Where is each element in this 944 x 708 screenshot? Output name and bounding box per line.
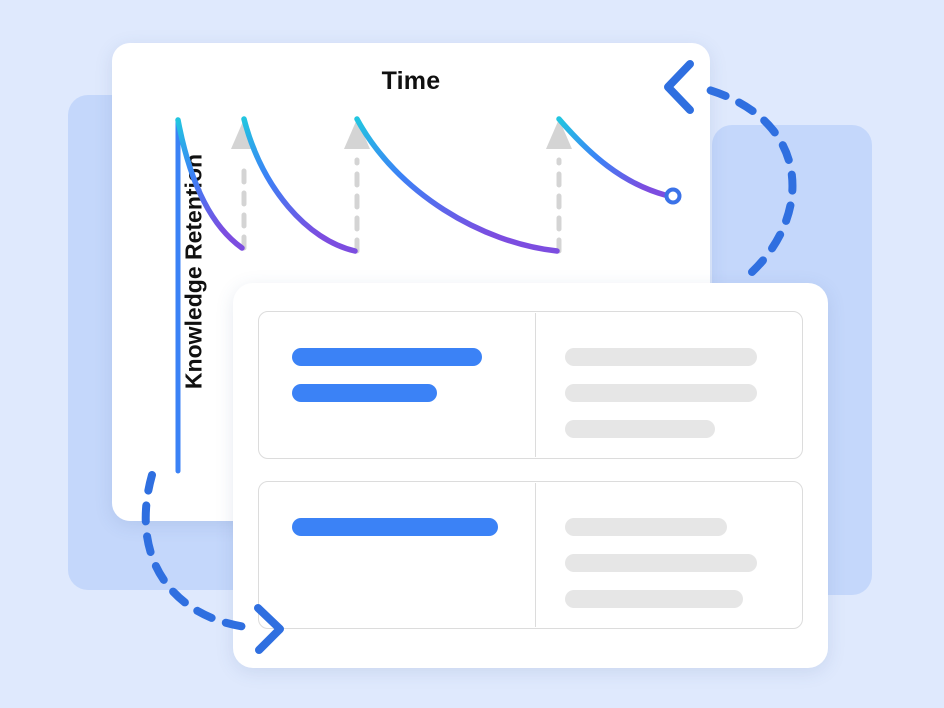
list-item-title-bar — [292, 348, 482, 366]
review-arrow-1 — [231, 119, 257, 251]
forgetting-curve-1 — [175, 117, 245, 251]
content-list-card — [233, 283, 828, 668]
list-item-text-line — [565, 554, 757, 572]
list-item-title-bar — [292, 518, 498, 536]
list-item[interactable] — [258, 311, 803, 459]
list-item-text-line — [565, 518, 727, 536]
list-item[interactable] — [258, 481, 803, 629]
list-item-left-column — [259, 312, 535, 458]
forgetting-curve-4 — [556, 116, 668, 198]
list-item-left-column — [259, 482, 535, 628]
list-item-right-column — [536, 312, 802, 458]
forgetting-curve-plot — [175, 116, 682, 474]
list-item-text-line — [565, 384, 757, 402]
review-arrow-2 — [344, 119, 370, 254]
list-item-text-line — [565, 420, 715, 438]
curve-endpoint-marker — [664, 187, 682, 205]
review-arrow-3 — [546, 119, 572, 254]
chart-title-time: Time — [381, 67, 441, 95]
list-item-right-column — [536, 482, 802, 628]
list-item-text-line — [565, 348, 757, 366]
row-divider — [535, 313, 536, 457]
list-item-text-line — [565, 590, 743, 608]
list-item-subtitle-bar — [292, 384, 437, 402]
row-divider — [535, 483, 536, 627]
forgetting-curve-3 — [354, 116, 560, 254]
forgetting-curve-2 — [241, 116, 358, 254]
